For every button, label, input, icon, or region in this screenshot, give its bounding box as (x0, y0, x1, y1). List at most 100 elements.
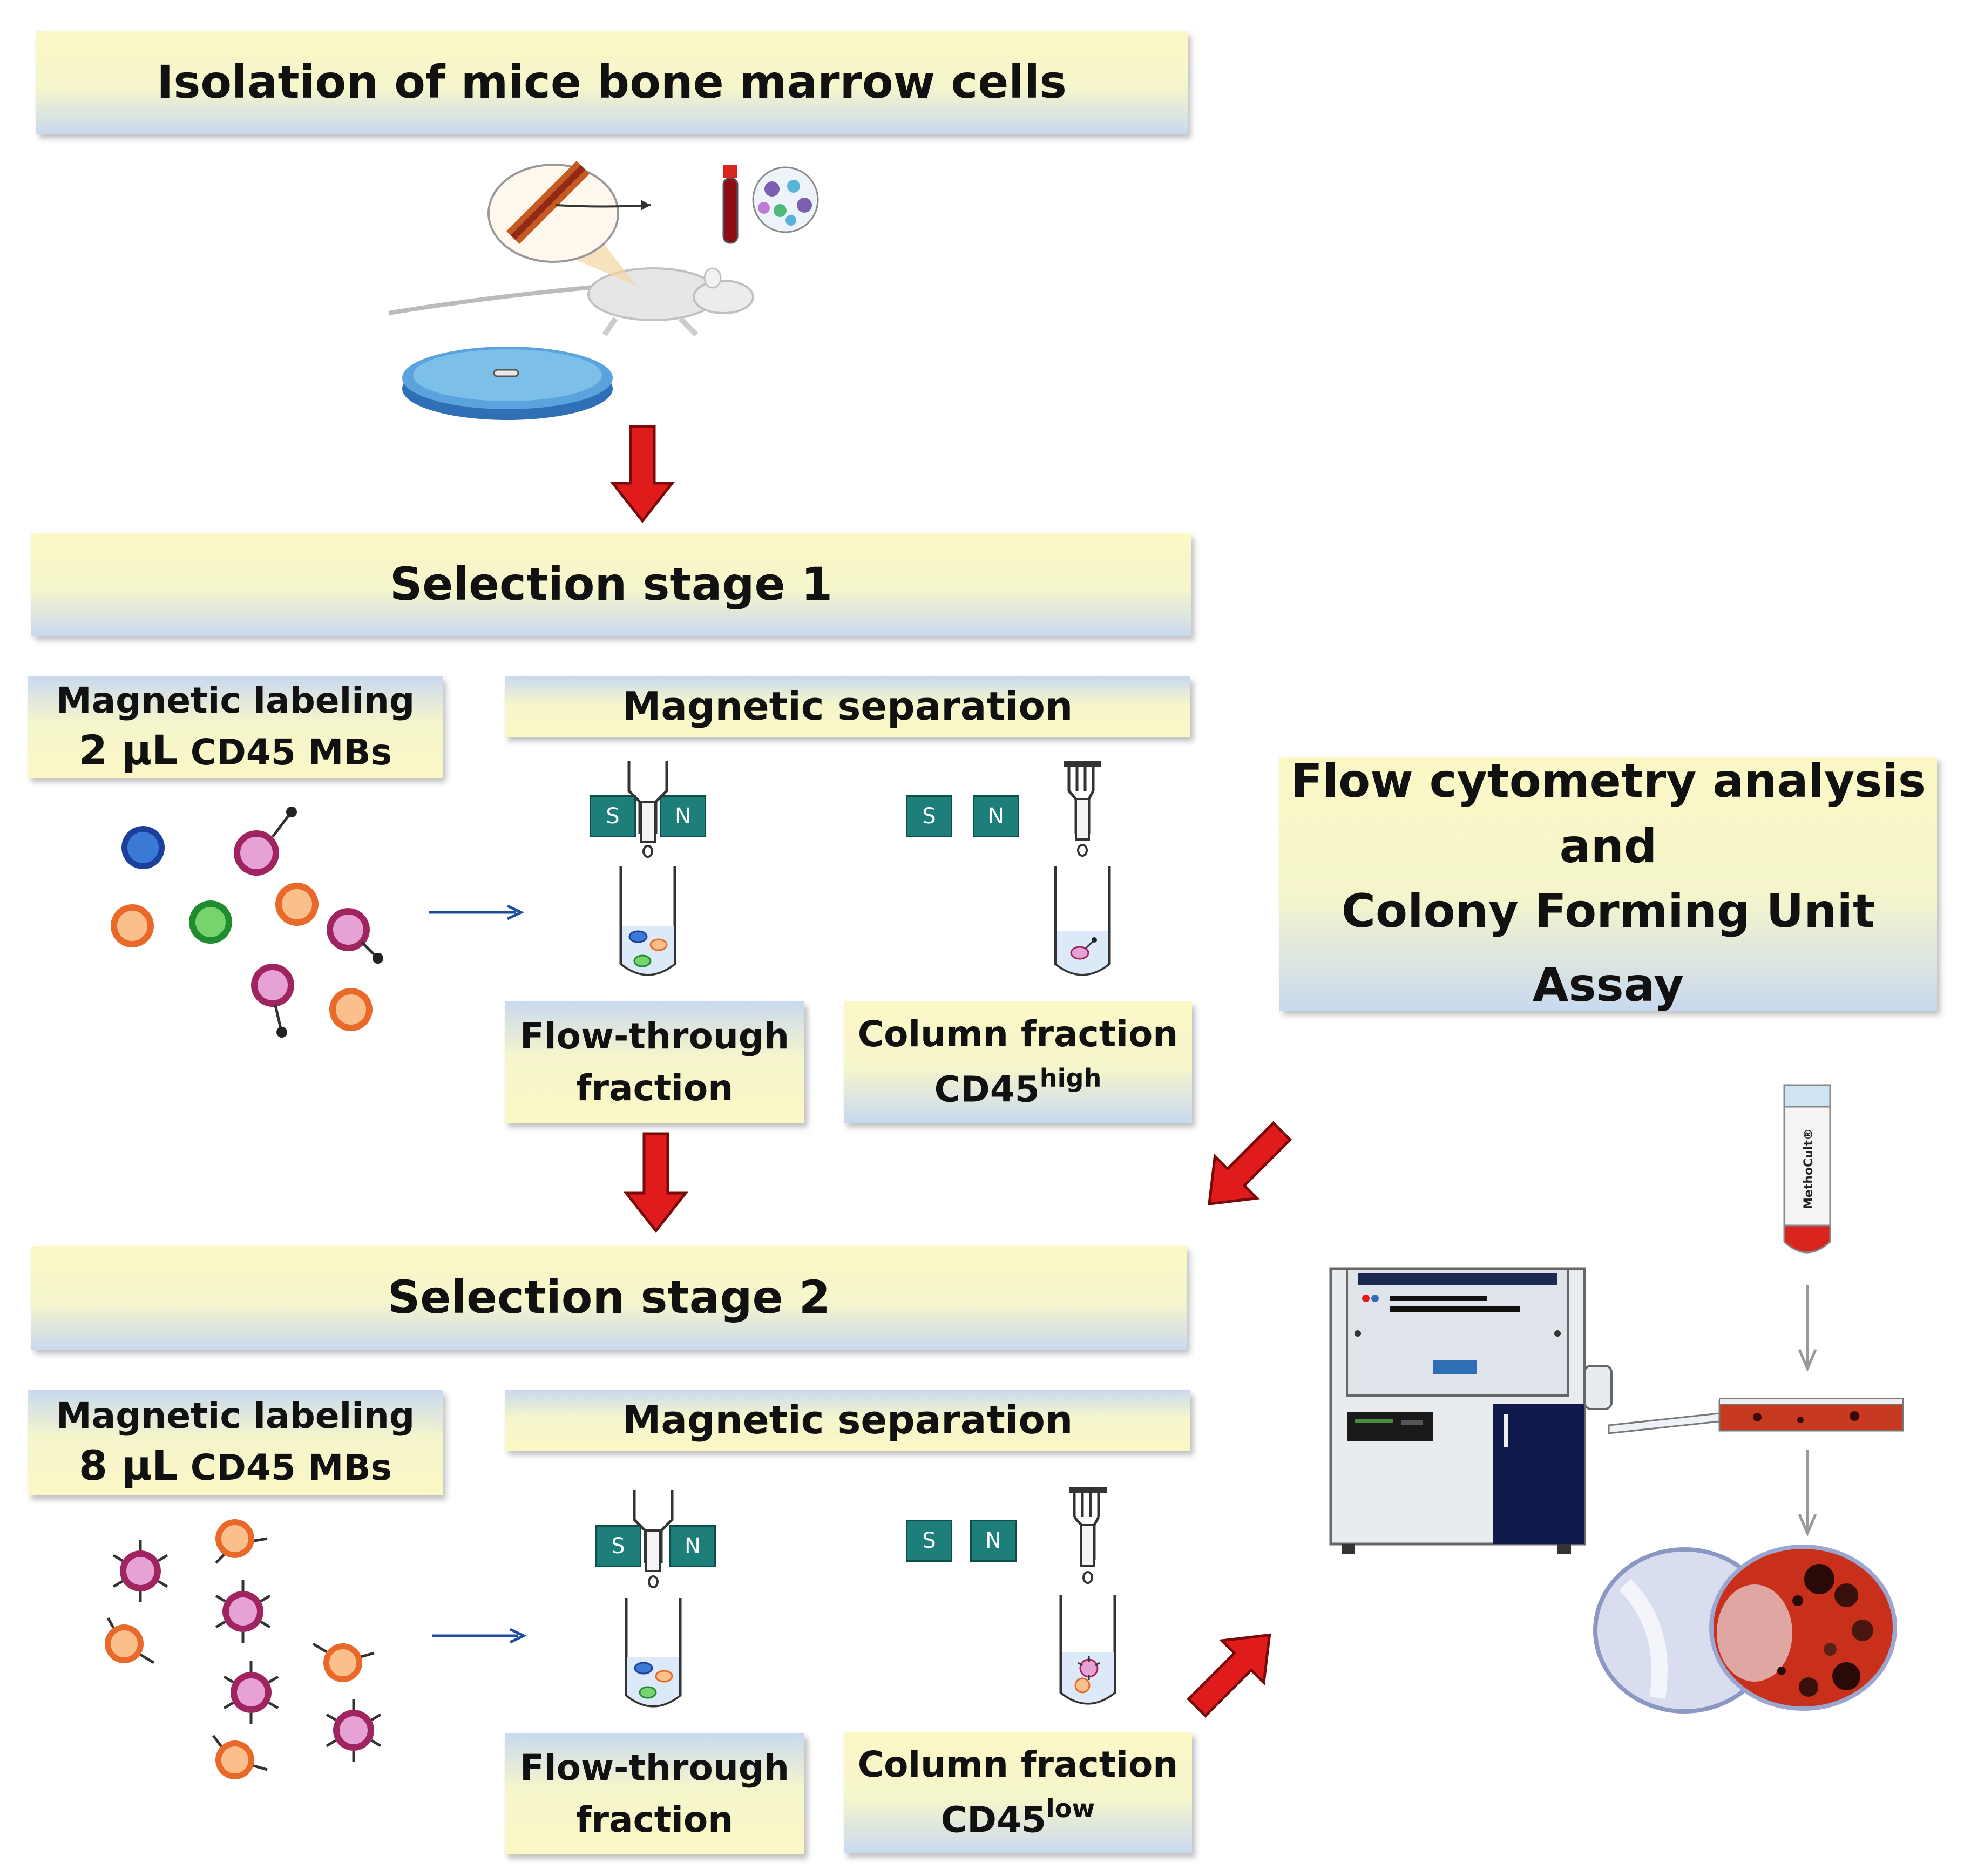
methocult-label: MethoCult® (1802, 1128, 1816, 1209)
plunger-column-icon (1064, 761, 1101, 857)
stage1-labeling-amount: 2 µL (79, 726, 178, 774)
magnet-n-2a: N (669, 1525, 716, 1567)
column-line2: CD45low (941, 1791, 1095, 1846)
mouse-icon (388, 267, 754, 337)
cell-orange (111, 904, 154, 947)
magnet-n-1b: N (973, 795, 1019, 837)
stage1-labeling-banner: Magnetic labeling 2 µL CD45 MBs (28, 676, 443, 778)
stage1-cells (111, 807, 383, 1038)
stage1-separation-title: Magnetic separation (622, 683, 1073, 729)
stage1-flowthrough-banner: Flow-through fraction (505, 1001, 804, 1123)
flowthrough-line1: Flow-through (519, 1746, 790, 1789)
column-line1: Column fraction (857, 1744, 1179, 1786)
grey-arrow-down-2 (1798, 1450, 1817, 1537)
labeled-cell-orange (312, 1642, 375, 1682)
stage2-column-apparatus (1059, 1487, 1116, 1705)
magnet-n-2b: N (970, 1520, 1017, 1562)
labeled-cell-pink (113, 1540, 167, 1602)
cell-green (189, 900, 232, 944)
labeled-cell-pink (327, 908, 383, 964)
grey-arrow-down-1 (1798, 1285, 1817, 1372)
plunger-column-icon (1069, 1487, 1107, 1584)
petri-dish-icon (402, 347, 613, 420)
labeled-cell-orange (212, 1735, 268, 1779)
magnet-n-label: N (675, 804, 691, 829)
stage1-column-apparatus (1054, 761, 1111, 976)
stage2-separation-title: Magnetic separation (622, 1397, 1073, 1443)
stage1-labeling-line1: Magnetic labeling (56, 679, 415, 721)
magnet-n-label: N (685, 1534, 701, 1559)
analysis-banner: Flow cytometry analysis and Colony Formi… (1279, 754, 1937, 1012)
magnet-s-label: S (922, 1528, 936, 1553)
labeled-cell-pink (216, 1580, 270, 1643)
column-marker: CD45 (934, 1068, 1040, 1110)
methocult-tube-icon: MethoCult® (1783, 1084, 1831, 1254)
bone-magnifier-icon (487, 160, 651, 286)
magnet-s-2b: S (906, 1520, 952, 1562)
magnet-s-1a: S (590, 795, 636, 837)
stage2-separation-banner: Magnetic separation (505, 1390, 1190, 1451)
stage1-flowthrough-apparatus (619, 761, 676, 976)
tube-icon (1059, 1595, 1116, 1705)
flow-cytometer-icon (1329, 1267, 1613, 1554)
magnet-s-label: S (606, 804, 620, 829)
colony-dishes-icon (1593, 1545, 1897, 1714)
stage2-column-banner: Column fraction CD45low (844, 1732, 1192, 1853)
flowthrough-line1: Flow-through (519, 1015, 790, 1057)
column-icon (627, 761, 668, 858)
isolation-banner: Isolation of mice bone marrow cells (36, 31, 1188, 134)
red-arrow-diagonal-down (1208, 1121, 1292, 1205)
column-marker: CD45 (940, 1799, 1046, 1841)
stage2-title: Selection stage 2 (387, 1271, 831, 1324)
cell-orange (329, 988, 373, 1031)
stage2-labeling-line1: Magnetic labeling (56, 1395, 415, 1437)
red-arrow-diagonal-up (1187, 1633, 1271, 1718)
blue-arrow-2 (432, 1628, 527, 1644)
column-line2: CD45high (934, 1060, 1102, 1115)
magnet-n-label: N (985, 1528, 1001, 1553)
stage1-column-banner: Column fraction CD45high (844, 1001, 1192, 1123)
stage2-banner: Selection stage 2 (31, 1246, 1187, 1350)
blood-tube-icon (722, 165, 739, 244)
stage2-labeling-banner: Magnetic labeling 8 µL CD45 MBs (28, 1390, 443, 1495)
labeled-cell-pink (251, 964, 294, 1038)
analysis-line1: Flow cytometry analysis (1290, 754, 1926, 809)
magnet-s-1b: S (906, 795, 952, 837)
column-line1: Column fraction (857, 1013, 1179, 1055)
stage2-flowthrough-banner: Flow-through fraction (505, 1733, 804, 1854)
column-superscript: high (1039, 1064, 1102, 1093)
cells-circle-icon (752, 166, 819, 233)
analysis-line3: Colony Forming Unit Assay (1341, 884, 1875, 1013)
column-icon (633, 1490, 674, 1588)
stage2-labeling-amount: 8 µL (79, 1441, 178, 1489)
red-arrow-down-2 (623, 1132, 689, 1234)
labeled-cell-pink (224, 1661, 278, 1724)
labeled-cell-pink (234, 807, 297, 876)
magnet-s-label: S (922, 804, 936, 829)
magnet-s-2a: S (595, 1525, 641, 1567)
tube-icon (619, 866, 676, 976)
magnet-n-label: N (988, 804, 1004, 829)
flowthrough-line2: fraction (575, 1798, 734, 1840)
isolation-title: Isolation of mice bone marrow cells (157, 56, 1067, 109)
stage1-title: Selection stage 1 (389, 558, 833, 611)
labeled-cell-pink (327, 1699, 381, 1762)
stage1-labeling-reagent: CD45 MBs (190, 731, 392, 773)
labeled-cell-orange (215, 1519, 268, 1564)
stage1-banner: Selection stage 1 (31, 533, 1191, 636)
stage2-labeling-reagent: CD45 MBs (190, 1447, 392, 1488)
stage2-labeling-line2: 8 µL CD45 MBs (79, 1439, 392, 1493)
tube-icon (1054, 866, 1111, 976)
sample-slide-icon (1608, 1398, 1904, 1434)
magnet-n-1a: N (660, 795, 706, 837)
stage1-separation-banner: Magnetic separation (505, 676, 1190, 737)
labeled-cell-orange (105, 1617, 155, 1664)
stage2-cells (105, 1519, 405, 1779)
column-superscript: low (1046, 1794, 1095, 1824)
stage2-flowthrough-apparatus (625, 1490, 682, 1708)
magnet-s-label: S (611, 1534, 625, 1559)
cell-blue (121, 826, 165, 869)
colony-dish (1709, 1545, 1897, 1711)
stage1-labeling-line2: 2 µL CD45 MBs (79, 724, 392, 777)
cell-orange (275, 883, 319, 926)
